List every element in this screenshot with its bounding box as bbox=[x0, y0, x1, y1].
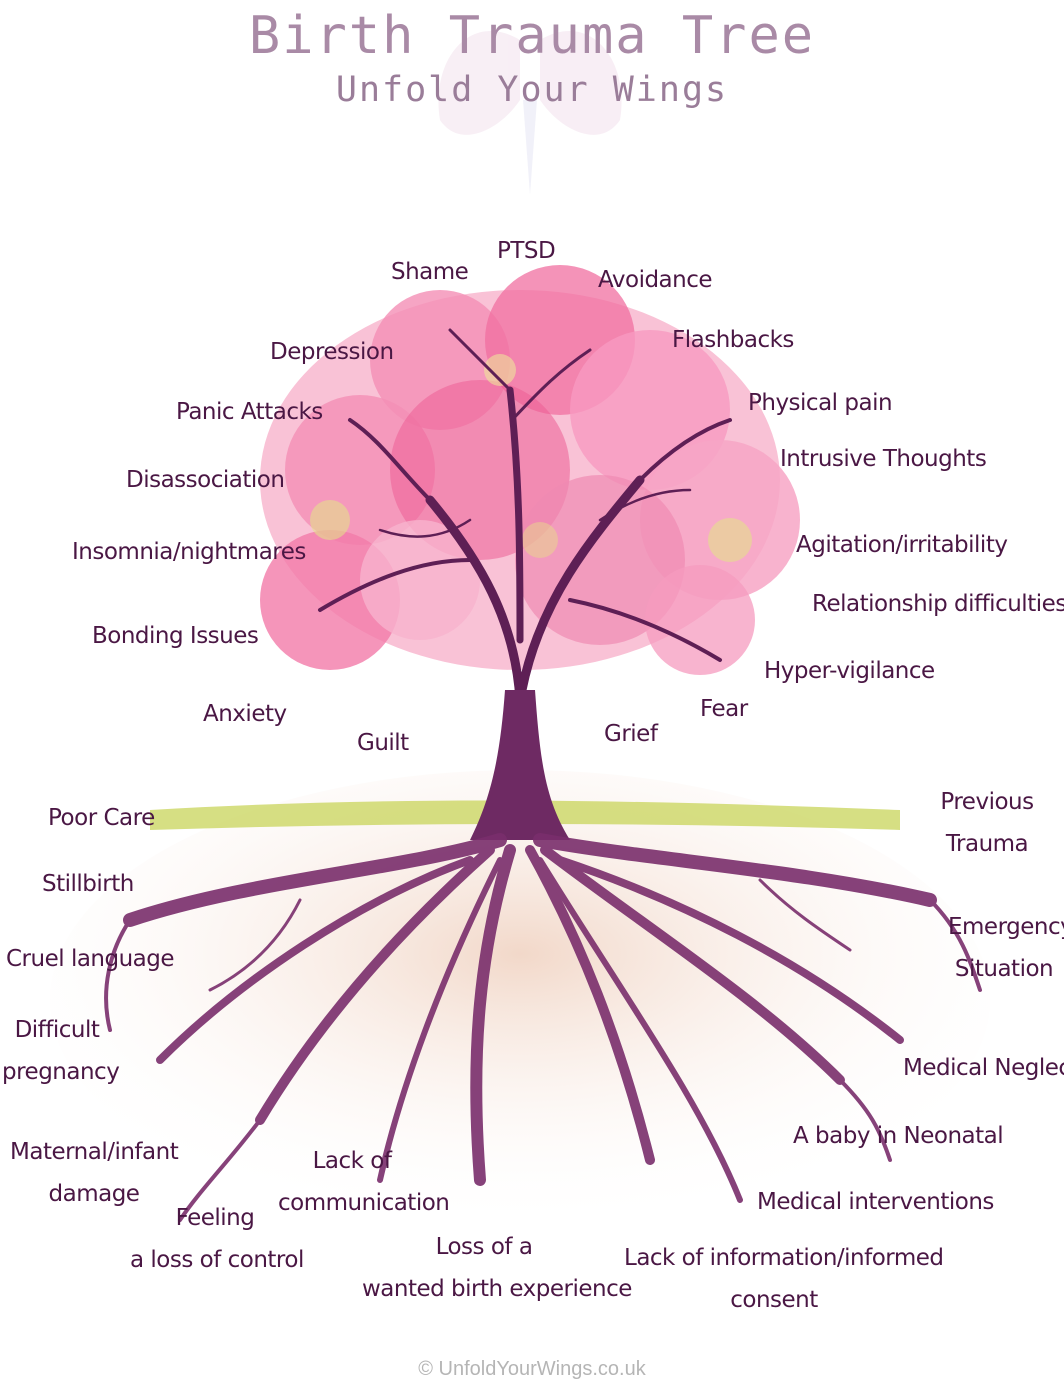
label-cruel-language: Cruel language bbox=[6, 946, 175, 972]
tree-trunk bbox=[470, 690, 570, 840]
label-intrusive-thoughts: Intrusive Thoughts bbox=[780, 446, 987, 472]
label-disassociation: Disassociation bbox=[126, 467, 285, 493]
copyright-footer: © UnfoldYourWings.co.uk bbox=[418, 1358, 646, 1380]
page-title: Birth Trauma Tree bbox=[248, 6, 816, 66]
label-stillbirth: Stillbirth bbox=[42, 871, 134, 897]
label-agitation: Agitation/irritability bbox=[796, 532, 1008, 558]
label-guilt: Guilt bbox=[357, 730, 409, 756]
label-panic-attacks: Panic Attacks bbox=[176, 399, 323, 425]
label-anxiety: Anxiety bbox=[203, 701, 287, 727]
label-neonatal: A baby in Neonatal bbox=[793, 1123, 1004, 1149]
label-depression: Depression bbox=[270, 339, 394, 365]
label-insomnia: Insomnia/nightmares bbox=[72, 539, 306, 565]
label-flashbacks: Flashbacks bbox=[672, 327, 794, 353]
tree-roots bbox=[104, 833, 982, 1222]
label-poor-care: Poor Care bbox=[48, 805, 155, 831]
butterfly-logo bbox=[438, 31, 622, 195]
label-fear: Fear bbox=[700, 696, 748, 722]
page-subtitle: Unfold Your Wings bbox=[335, 70, 729, 110]
label-bonding-issues: Bonding Issues bbox=[92, 623, 259, 649]
label-medical-interventions: Medical interventions bbox=[757, 1189, 994, 1215]
label-grief: Grief bbox=[604, 721, 658, 747]
label-physical-pain: Physical pain bbox=[748, 390, 893, 416]
label-hyper-vigilance: Hyper-vigilance bbox=[764, 658, 935, 684]
tree-branches bbox=[318, 328, 732, 705]
label-ptsd: PTSD bbox=[497, 238, 556, 264]
label-medical-neglect: Medical Neglect bbox=[903, 1055, 1064, 1081]
label-avoidance: Avoidance bbox=[598, 267, 713, 293]
label-relationship-difficulties: Relationship difficulties bbox=[812, 591, 1064, 617]
label-shame: Shame bbox=[391, 259, 469, 285]
